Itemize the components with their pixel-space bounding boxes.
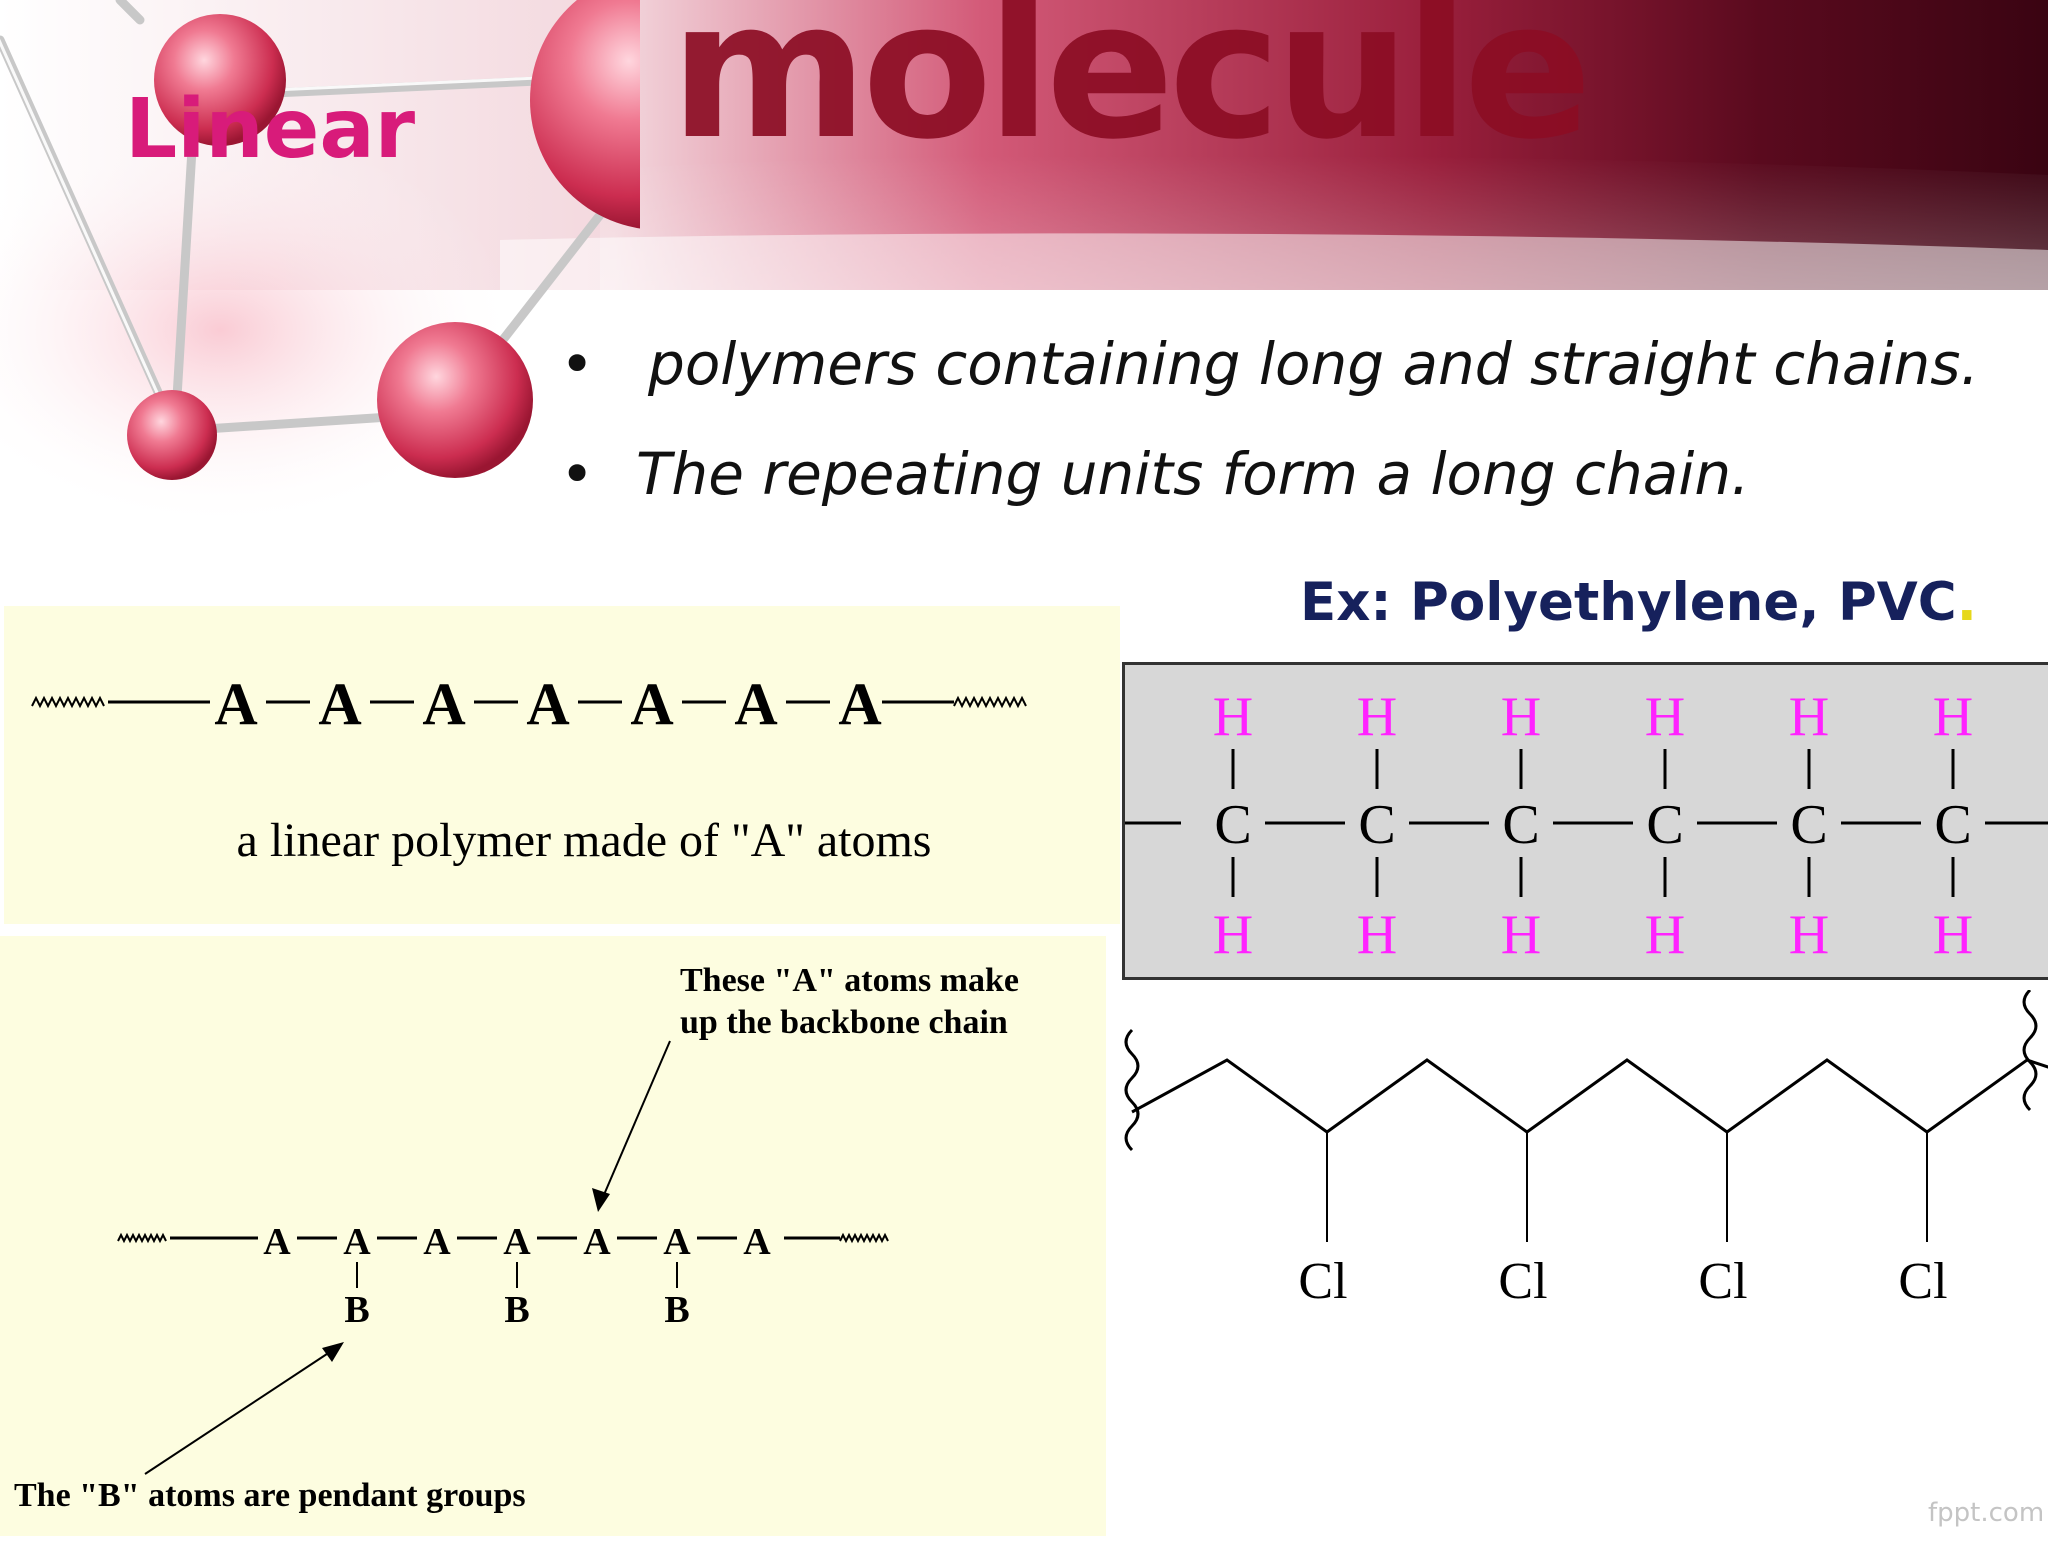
- backbone-atom-a: A: [343, 1221, 371, 1263]
- pe-hydrogen-bottom: H: [1501, 904, 1541, 966]
- pe-carbon: C: [1502, 794, 1539, 856]
- example-text: Ex: Polyethylene, PVC: [1300, 572, 1957, 633]
- backbone-note-line1: These "A" atoms make: [680, 962, 1019, 999]
- chain-atom-a: A: [422, 671, 465, 737]
- pe-carbon: C: [1646, 794, 1683, 856]
- pe-carbon: C: [1214, 794, 1251, 856]
- pe-hydrogen-top: H: [1645, 686, 1685, 748]
- pvc-end-squiggle: [1124, 1028, 1140, 1152]
- backbone-atom-a: A: [743, 1221, 771, 1263]
- watermark: fppt.com: [1928, 1498, 2045, 1528]
- pe-carbon: C: [1934, 794, 1971, 856]
- atom-sphere: [154, 14, 286, 146]
- pe-hydrogen-bottom: H: [1645, 904, 1685, 966]
- chain-end-squiggle: [31, 695, 105, 709]
- backbone-arrow-head: [592, 1188, 610, 1212]
- pendant-polymer-panel: These "A" atoms make up the backbone cha…: [0, 936, 1106, 1536]
- pendant-atom-b: B: [344, 1289, 369, 1331]
- pendant-atom-b: B: [664, 1289, 689, 1331]
- chain-atom-a: A: [526, 671, 569, 737]
- chain-atom-a: A: [838, 671, 881, 737]
- chain-atom-a: A: [630, 671, 673, 737]
- chain-atom-a: A: [318, 671, 361, 737]
- pvc-chlorine: Cl: [1898, 1253, 1947, 1310]
- chain-end-squiggle: [117, 1232, 167, 1244]
- chain-end-squiggle: [953, 695, 1027, 709]
- pvc-end-squiggle: [2022, 990, 2038, 1112]
- linear-caption: a linear polymer made of "A" atoms: [237, 814, 932, 867]
- backbone-atom-a: A: [423, 1221, 451, 1263]
- pe-hydrogen-top: H: [1933, 686, 1973, 748]
- pvc-chlorine: Cl: [1698, 1253, 1747, 1310]
- backbone-note-line2: up the backbone chain: [680, 1004, 1008, 1041]
- pe-carbon: C: [1790, 794, 1827, 856]
- backbone-atom-a: A: [503, 1221, 531, 1263]
- pe-hydrogen-top: H: [1501, 686, 1541, 748]
- slide-title: Linear: [125, 82, 416, 177]
- example-trailing-dot: .: [1956, 572, 1977, 633]
- pe-hydrogen-top: H: [1789, 686, 1829, 748]
- pendant-arrow: [144, 1347, 337, 1475]
- pvc-structure: Cl Cl Cl Cl: [1124, 990, 2048, 1310]
- backbone-atom-a: A: [663, 1221, 691, 1263]
- pe-hydrogen-bottom: H: [1357, 904, 1397, 966]
- chain-atom-a: A: [734, 671, 777, 737]
- pendant-arrow-head: [322, 1342, 344, 1362]
- backbone-atom-a: A: [583, 1221, 611, 1263]
- molecule-illustration: [0, 0, 640, 530]
- bullet-item: polymers containing long and straight ch…: [560, 330, 1979, 440]
- pendant-note: The "B" atoms are pendant groups: [14, 1477, 526, 1514]
- example-label: Ex: Polyethylene, PVC.: [1300, 572, 1977, 633]
- pvc-chlorine: Cl: [1498, 1253, 1547, 1310]
- chain-atom-a: A: [214, 671, 257, 737]
- bullet-list: polymers containing long and straight ch…: [560, 330, 1979, 550]
- pvc-backbone: [1131, 1058, 2048, 1134]
- pendant-polymer-diagram: These "A" atoms make up the backbone cha…: [14, 962, 1019, 1514]
- backbone-arrow: [599, 1040, 671, 1205]
- chain-end-squiggle: [839, 1232, 889, 1244]
- pe-hydrogen-top: H: [1357, 686, 1397, 748]
- pe-hydrogen-bottom: H: [1213, 904, 1253, 966]
- backbone-atom-a: A: [263, 1221, 291, 1263]
- bullet-item: The repeating units form a long chain.: [560, 440, 1979, 550]
- pe-hydrogen-bottom: H: [1789, 904, 1829, 966]
- pe-carbon: C: [1358, 794, 1395, 856]
- pvc-chlorine: Cl: [1298, 1253, 1347, 1310]
- atom-sphere: [127, 390, 217, 480]
- atom-sphere: [377, 322, 533, 478]
- pe-hydrogen-top: H: [1213, 686, 1253, 748]
- atom-sphere: [530, 0, 640, 229]
- pendant-atom-b: B: [504, 1289, 529, 1331]
- pe-hydrogen-bottom: H: [1933, 904, 1973, 966]
- banner-word: molecule: [670, 0, 1592, 181]
